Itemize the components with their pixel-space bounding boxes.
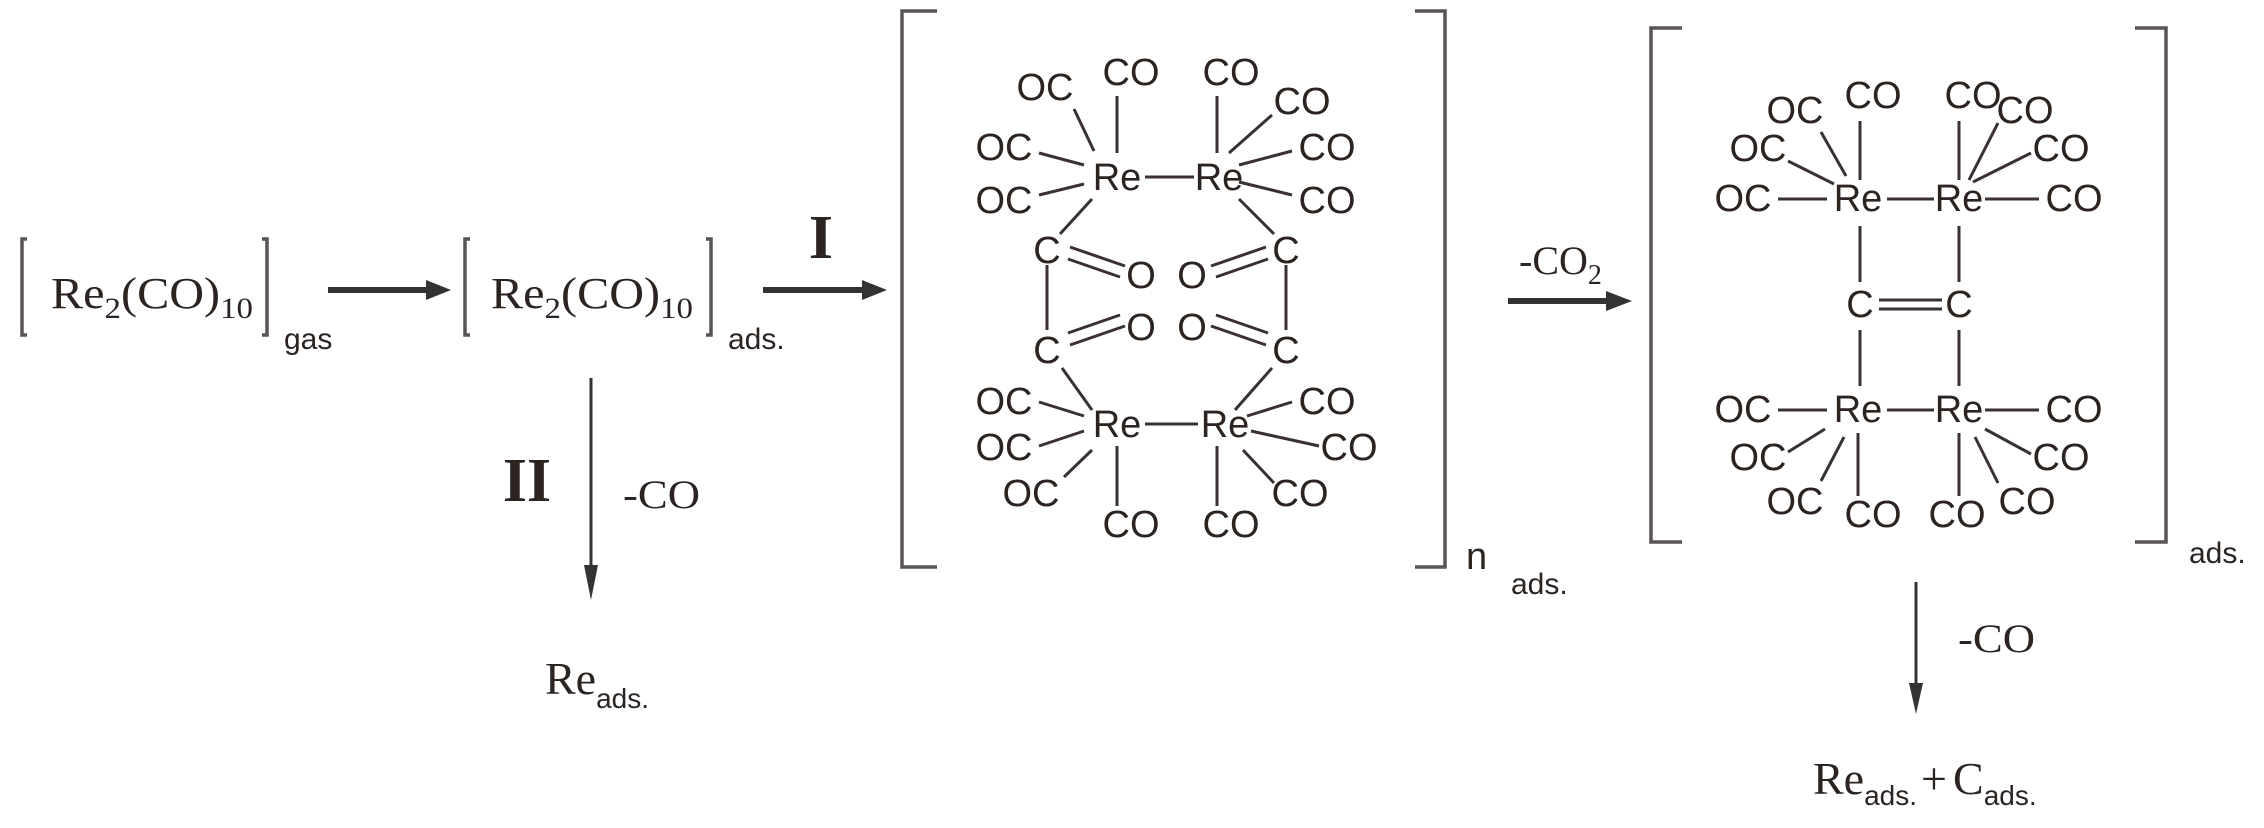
formula-sub: 2 <box>105 292 121 325</box>
carbonyl-ligand: CO <box>1299 381 1356 423</box>
phase-label: ads. <box>728 323 785 356</box>
o-atom: O <box>1126 307 1156 349</box>
carbonyl-ligand: CO <box>2033 128 2090 170</box>
atom-labels: Re Re Re Re C C OC CO OC OC CO CO CO CO … <box>1715 75 2103 536</box>
right-bracket <box>262 237 269 337</box>
carbonyl-ligand: CO <box>1103 504 1160 546</box>
formula-sub: 10 <box>220 292 253 325</box>
carbonyl-ligand: CO <box>1845 494 1902 536</box>
phase-label: ads. <box>1511 568 1568 601</box>
right-bracket <box>706 237 713 337</box>
formula-sub: 10 <box>660 292 693 325</box>
re-atom: Re <box>1834 178 1883 220</box>
carbonyl-ligand: CO <box>2046 389 2103 431</box>
formula-co: (CO) <box>121 269 220 318</box>
re-atom: Re <box>1834 389 1883 431</box>
adsorption-arrow <box>328 280 451 300</box>
arrow-head <box>584 565 598 600</box>
re-adsorbed-product: Reads. <box>545 653 649 714</box>
final-decomposition: -CO Reads.+Cads. <box>1813 582 2037 811</box>
bonds <box>1038 96 1320 506</box>
re-atom: Re <box>1093 404 1142 446</box>
carbonyl-ligand: OC <box>1730 437 1787 479</box>
c-atom: C <box>1033 330 1060 372</box>
carbonyl-ligand: OC <box>1003 473 1060 515</box>
re-atom: Re <box>1195 157 1244 199</box>
pathway-I-label: I <box>809 204 833 272</box>
left-bracket <box>900 9 937 569</box>
carbonyl-ligand: OC <box>976 180 1033 222</box>
c-atom: C <box>1945 284 1972 326</box>
atom-labels: Re Re Re Re C C C C O O O O OC CO OC OC … <box>976 52 1378 546</box>
c-atom: C <box>1033 230 1060 272</box>
re-atom: Re <box>1093 157 1142 199</box>
left-bracket <box>463 237 470 337</box>
bonds <box>1778 121 2039 496</box>
re-atom: Re <box>1201 404 1250 446</box>
co2-loss-label: -CO2 <box>1519 238 1602 291</box>
carbonyl-ligand: CO <box>1203 504 1260 546</box>
pathway-II-label: II <box>503 447 551 515</box>
carbonyl-ligand: CO <box>2046 178 2103 220</box>
c-atom: C <box>1272 330 1299 372</box>
carbonyl-ligand: CO <box>1999 481 2056 523</box>
carbonyl-ligand: OC <box>1715 389 1772 431</box>
carbonyl-ligand: OC <box>1715 178 1772 220</box>
o-atom: O <box>1177 307 1207 349</box>
pathway-I-arrow: I <box>763 204 887 300</box>
carbonyl-ligand: OC <box>1767 481 1824 523</box>
o-atom: O <box>1126 255 1156 297</box>
carbonyl-ligand: CO <box>1299 180 1356 222</box>
carbonyl-ligand: OC <box>1017 67 1074 109</box>
carbonyl-ligand: OC <box>976 427 1033 469</box>
re-atom: Re <box>1935 389 1984 431</box>
carbonyl-ligand: CO <box>1321 427 1378 469</box>
phase-label: gas <box>284 323 332 356</box>
carbonyl-ligand: OC <box>976 127 1033 169</box>
carbonyl-ligand: CO <box>1203 52 1260 94</box>
carbonyl-ligand: CO <box>1103 52 1160 94</box>
co2-loss-arrow: -CO2 <box>1508 238 1632 311</box>
carbonyl-ligand: OC <box>1730 128 1787 170</box>
carbonyl-ligand: CO <box>1299 127 1356 169</box>
carbonyl-ligand: CO <box>1929 494 1986 536</box>
co-loss-label: -CO <box>623 472 700 517</box>
c-atom: C <box>1846 284 1873 326</box>
co-loss-label: -CO <box>1958 616 2035 661</box>
pathway-II: II -CO Reads. <box>503 378 700 714</box>
c-atom: C <box>1272 230 1299 272</box>
carbonyl-ligand: CO <box>1997 90 2054 132</box>
phase-label: ads. <box>2189 537 2246 570</box>
carbonyl-ligand: CO <box>1945 75 2002 117</box>
left-bracket <box>1649 26 1682 544</box>
carbonyl-ligand: OC <box>1767 90 1824 132</box>
repeat-unit-n: n <box>1466 536 1487 578</box>
oxalate-bridged-complex: Re Re Re Re C C C C O O O O OC CO OC OC … <box>900 9 1568 601</box>
carbonyl-ligand: CO <box>1845 75 1902 117</box>
right-bracket <box>2135 26 2168 544</box>
re-atom: Re <box>1935 178 1984 220</box>
carbonyl-ligand: CO <box>1272 473 1329 515</box>
carbonyl-ligand: CO <box>1274 81 1331 123</box>
left-bracket <box>20 237 27 337</box>
carbonyl-ligand: CO <box>2033 437 2090 479</box>
formula-co: (CO) <box>561 269 660 318</box>
formula-re: Re <box>491 269 545 318</box>
arrow-head <box>1909 683 1923 714</box>
o-atom: O <box>1177 255 1207 297</box>
carbonyl-ligand: OC <box>976 381 1033 423</box>
right-bracket <box>1415 9 1447 569</box>
formula-re: Re <box>51 269 105 318</box>
formula-sub: 2 <box>545 292 561 325</box>
alkyne-bridged-complex: Re Re Re Re C C OC CO OC OC CO CO CO CO … <box>1649 26 2246 570</box>
final-products: Reads.+Cads. <box>1813 753 2037 811</box>
